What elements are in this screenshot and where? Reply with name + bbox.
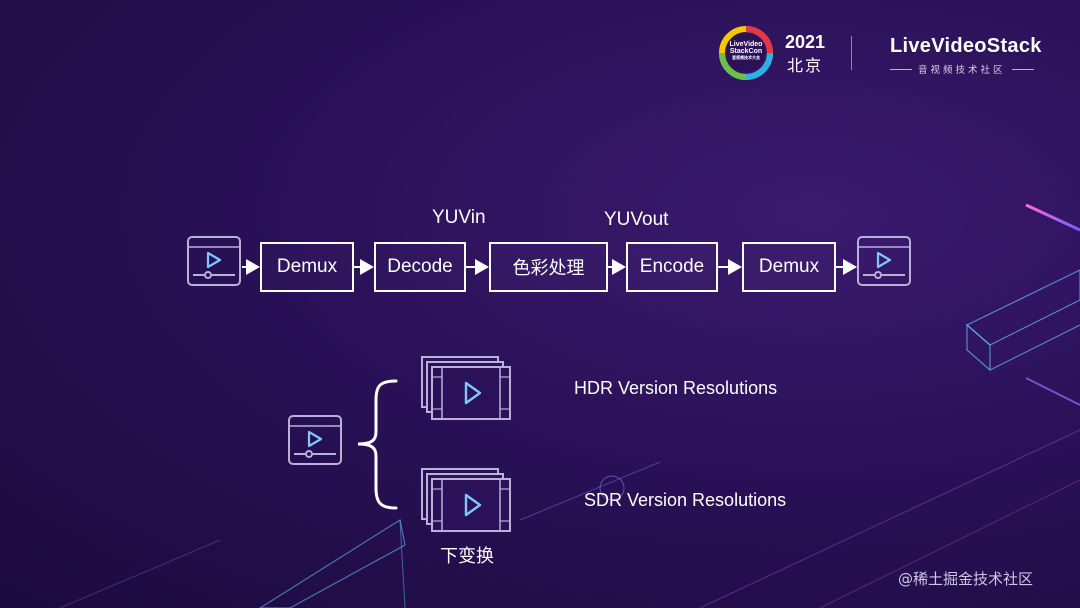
brand-sub-rule-right xyxy=(1011,68,1034,70)
logo-line-1: LiveVideo xyxy=(729,41,763,48)
step-demux-out: Demux xyxy=(742,242,836,292)
brand-sub: 音视频技术社区 xyxy=(918,65,1006,76)
hdr-video-stack-icon xyxy=(421,356,511,420)
step-encode: Encode xyxy=(626,242,718,292)
output-video-icon xyxy=(857,236,911,286)
logo-line-3: 音视频技术大会 xyxy=(732,55,760,60)
downconvert-label: 下变换 xyxy=(440,546,494,567)
hdr-label: HDR Version Resolutions xyxy=(574,378,778,398)
brand-name: LiveVideoStack xyxy=(890,35,1042,57)
brand-sub-rule-left xyxy=(890,68,912,70)
event-logo: LiveVideo StackCon 音视频技术大会 xyxy=(718,25,774,81)
branch-source-video-icon xyxy=(288,415,342,465)
event-city: 北京 xyxy=(787,56,824,75)
source-video-icon xyxy=(187,236,241,286)
step-demux-in: Demux xyxy=(260,242,354,292)
step-color-processing: 色彩处理 xyxy=(489,242,608,292)
branch-brace xyxy=(357,379,398,510)
sdr-video-stack-icon xyxy=(421,468,511,532)
header-divider xyxy=(851,36,852,70)
step-decode: Decode xyxy=(374,242,466,292)
yuv-in-label: YUVin xyxy=(432,207,486,228)
watermark: @稀土掘金技术社区 xyxy=(898,570,1034,588)
event-year: 2021 xyxy=(785,32,826,52)
logo-line-2: StackCon xyxy=(729,48,763,55)
sdr-label: SDR Version Resolutions xyxy=(584,490,787,510)
brand-sub-row: 音视频技术社区 xyxy=(890,62,1050,76)
yuv-out-label: YUVout xyxy=(604,209,669,230)
